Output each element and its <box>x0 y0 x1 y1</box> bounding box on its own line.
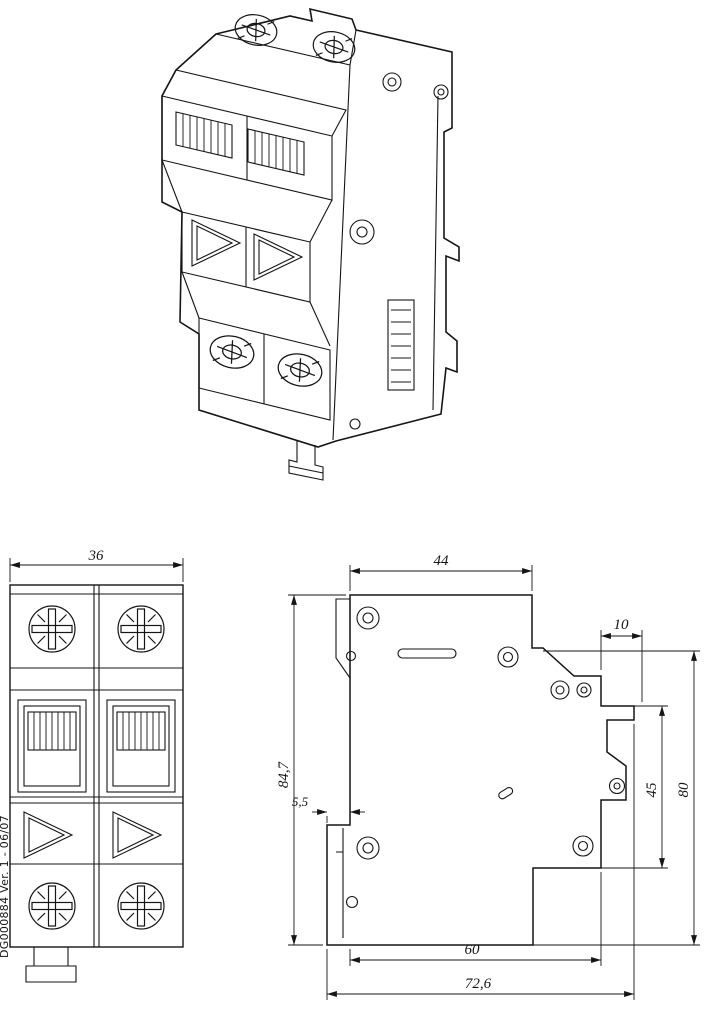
dim-label-hook-depth: 10 <box>614 617 630 633</box>
side-body-outline <box>326 594 635 946</box>
dim-label-din-recess: 45 <box>644 782 660 798</box>
din-rail-clip <box>288 441 324 481</box>
din-latch-screw <box>608 777 626 795</box>
rating-label <box>387 299 415 391</box>
pole-divider <box>93 585 100 947</box>
dimension-total-width <box>326 724 635 1000</box>
dimension-din-recess <box>601 705 668 869</box>
arrow-mark <box>196 225 234 261</box>
iso-body-outline <box>161 7 460 448</box>
side-view: 44 10 84,7 5,5 45 80 <box>276 553 700 1000</box>
terminal-screw <box>117 605 165 653</box>
dim-label-foot-offset: 5,5 <box>292 794 309 809</box>
isometric-view <box>161 7 460 481</box>
arrow-mark <box>258 239 296 275</box>
dimension-back-height <box>533 650 700 946</box>
arrow-mark <box>253 233 304 281</box>
arrow-panel <box>181 211 331 347</box>
toggle-housing <box>161 69 347 243</box>
dim-label-top-width: 44 <box>434 553 450 569</box>
dim-label-bottom-width: 60 <box>465 942 481 958</box>
arrow-mark <box>112 811 163 859</box>
terminal-screw <box>28 882 76 930</box>
arrow-mark <box>23 811 74 859</box>
arrow-marks <box>23 811 163 859</box>
dim-label-total-width: 72,6 <box>465 976 492 992</box>
front-view: 36 DG000884 Ver. 1 - 06/07 <box>0 548 184 983</box>
arrow-mark <box>191 219 242 267</box>
dim-label-height: 84,7 <box>276 760 292 788</box>
terminal-screw <box>206 330 258 374</box>
dim-label-back-height: 80 <box>676 782 692 798</box>
dimension-foot-offset <box>312 809 365 823</box>
dimension-top-width <box>349 565 533 591</box>
dimension-front-width <box>9 558 184 582</box>
side-plate-details <box>349 72 449 430</box>
dim-label-front-width: 36 <box>88 548 105 564</box>
terminal-screw <box>117 882 165 930</box>
dimension-height <box>288 594 346 946</box>
side-details <box>345 606 626 909</box>
terminal-screw <box>28 605 76 653</box>
arrow-mark <box>28 817 66 853</box>
front-body-outline <box>9 584 184 948</box>
toggle-pole-2 <box>106 699 176 793</box>
arrow-mark <box>117 817 155 853</box>
dimension-hook-depth <box>600 630 643 702</box>
vent-slot <box>397 648 457 659</box>
terminal-shroud <box>335 598 351 680</box>
din-rail-clip <box>25 947 77 983</box>
doc-reference: DG000884 Ver. 1 - 06/07 <box>0 815 11 958</box>
dimension-bottom-width <box>349 872 602 966</box>
lower-terminal-block <box>198 317 331 421</box>
toggle-pole-1 <box>17 699 87 793</box>
terminal-screw <box>274 348 326 392</box>
